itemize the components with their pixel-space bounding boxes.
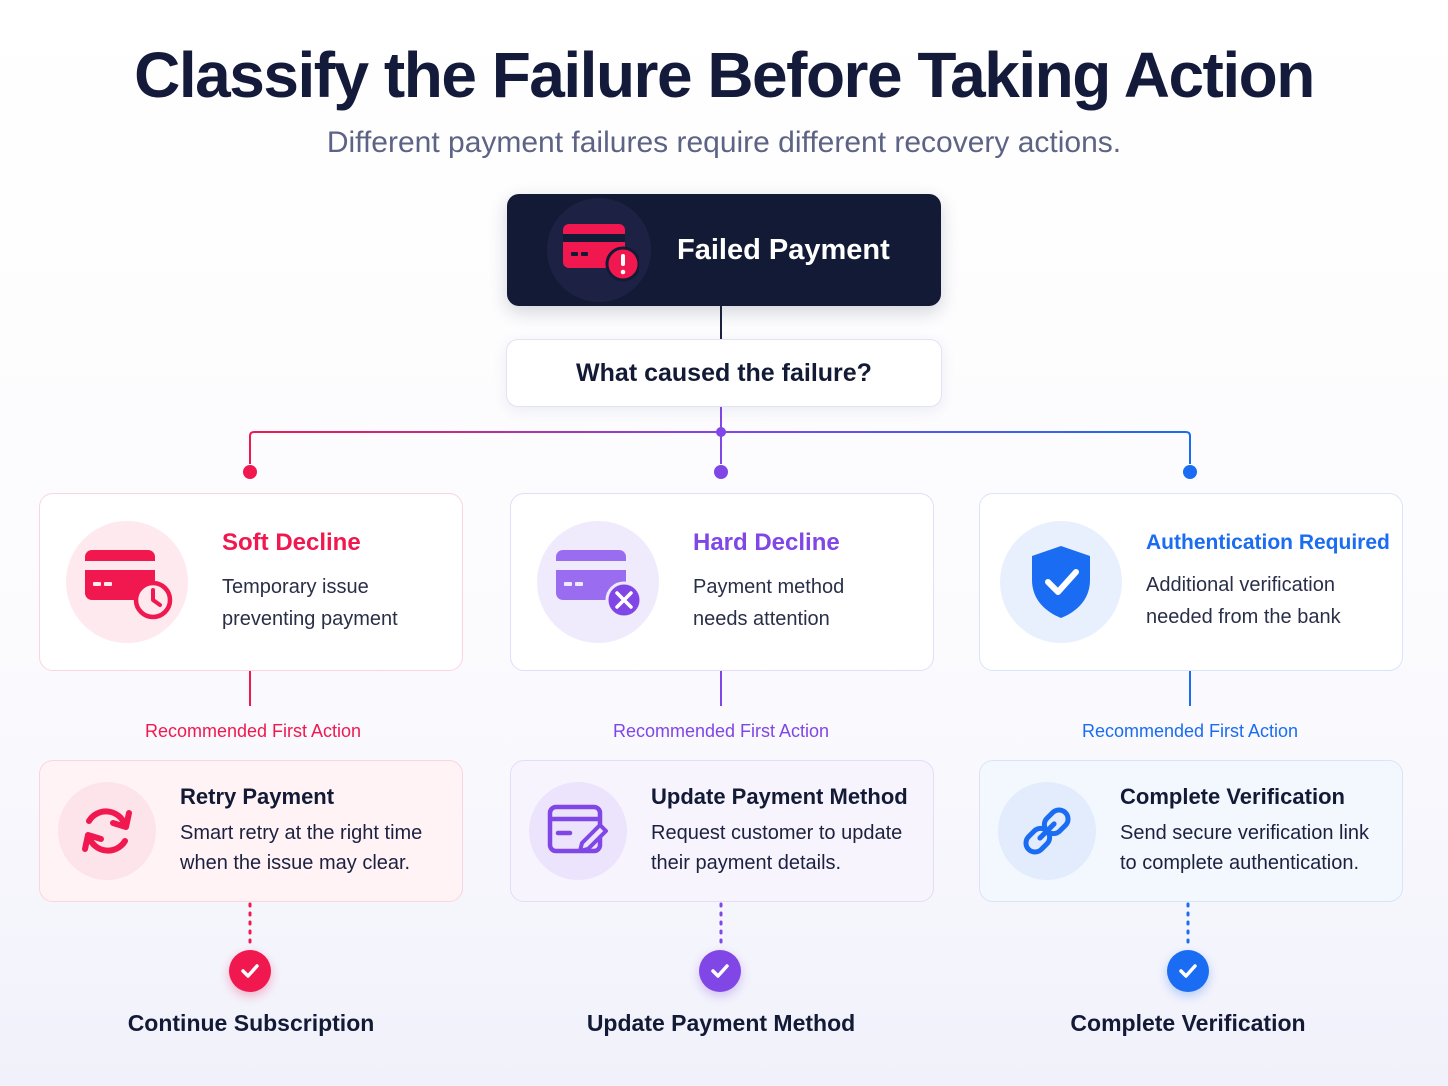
failed-payment-label: Failed Payment [677,233,890,266]
authentication-desc-line1: Additional verification [1146,574,1335,596]
branch-dot-hard [714,465,728,479]
soft-decline-desc-line1: Temporary issue [222,576,369,598]
hard-decline-desc-line2: needs attention [693,608,830,630]
retry-payment-title: Retry Payment [180,784,335,809]
hard-decline-icon-circle [537,521,659,643]
authentication-title: Authentication Required [1146,531,1390,554]
rec-label-auth: Recommended First Action [1081,721,1299,741]
authentication-icon-circle [1000,521,1122,643]
outcome-check-icon-hard [699,950,741,992]
outcome-check-icon-soft [229,950,271,992]
retry-icon-circle [58,782,156,880]
outcome-check-icon-auth [1167,950,1209,992]
complete-verification-desc-line1: Send secure verification link [1120,822,1370,844]
complete-verification-desc-line2: to complete authentication. [1120,852,1360,874]
branch-card-authentication-required: Authentication Required Additional verif… [979,493,1403,671]
rec-label-hard: Recommended First Action [612,721,830,741]
link-icon-circle [998,782,1096,880]
branch-card-hard-decline: Hard Decline Payment method needs attent… [510,493,934,671]
hard-decline-title: Hard Decline [693,529,840,556]
action-card-retry-payment: Retry Payment Smart retry at the right t… [39,760,463,902]
outcome-update-payment-method: Update Payment Method [586,1010,856,1036]
branch-dot-soft [243,465,257,479]
update-payment-method-title: Update Payment Method [651,784,908,809]
outcome-continue-subscription: Continue Subscription [127,1010,375,1036]
failed-payment-icon-circle [547,198,651,302]
edit-card-icon [547,804,608,854]
failed-payment-node: Failed Payment [507,194,941,306]
hard-decline-desc-line1: Payment method [693,576,845,598]
soft-decline-desc-line2: preventing payment [222,608,398,630]
retry-payment-desc-line2: when the issue may clear. [180,852,411,874]
credit-card-clock-icon [85,550,173,620]
page-title: Classify the Failure Before Taking Actio… [134,39,1315,111]
soft-decline-title: Soft Decline [222,529,361,556]
rec-label-soft: Recommended First Action [144,721,362,741]
question-node: What caused the failure? [506,339,942,407]
edit-card-icon-circle [529,782,627,880]
branch-card-soft-decline: Soft Decline Temporary issue preventing … [39,493,463,671]
soft-decline-icon-circle [66,521,188,643]
credit-card-x-icon [556,550,643,619]
complete-verification-title: Complete Verification [1120,784,1345,809]
retry-payment-desc-line1: Smart retry at the right time [180,822,423,844]
outcome-complete-verification: Complete Verification [1070,1010,1306,1036]
update-payment-method-desc-line1: Request customer to update [651,822,903,844]
action-card-update-payment-method: Update Payment Method Request customer t… [510,760,934,902]
link-icon [1023,807,1071,855]
page-subtitle: Different payment failures require diffe… [326,126,1122,159]
authentication-desc-line2: needed from the bank [1146,606,1341,628]
shield-check-icon [1032,546,1090,618]
retry-icon [82,808,132,854]
action-card-complete-verification: Complete Verification Send secure verifi… [979,760,1403,902]
update-payment-method-desc-line2: their payment details. [651,852,842,874]
credit-card-alert-icon [563,224,639,282]
branch-dot-auth [1183,465,1197,479]
